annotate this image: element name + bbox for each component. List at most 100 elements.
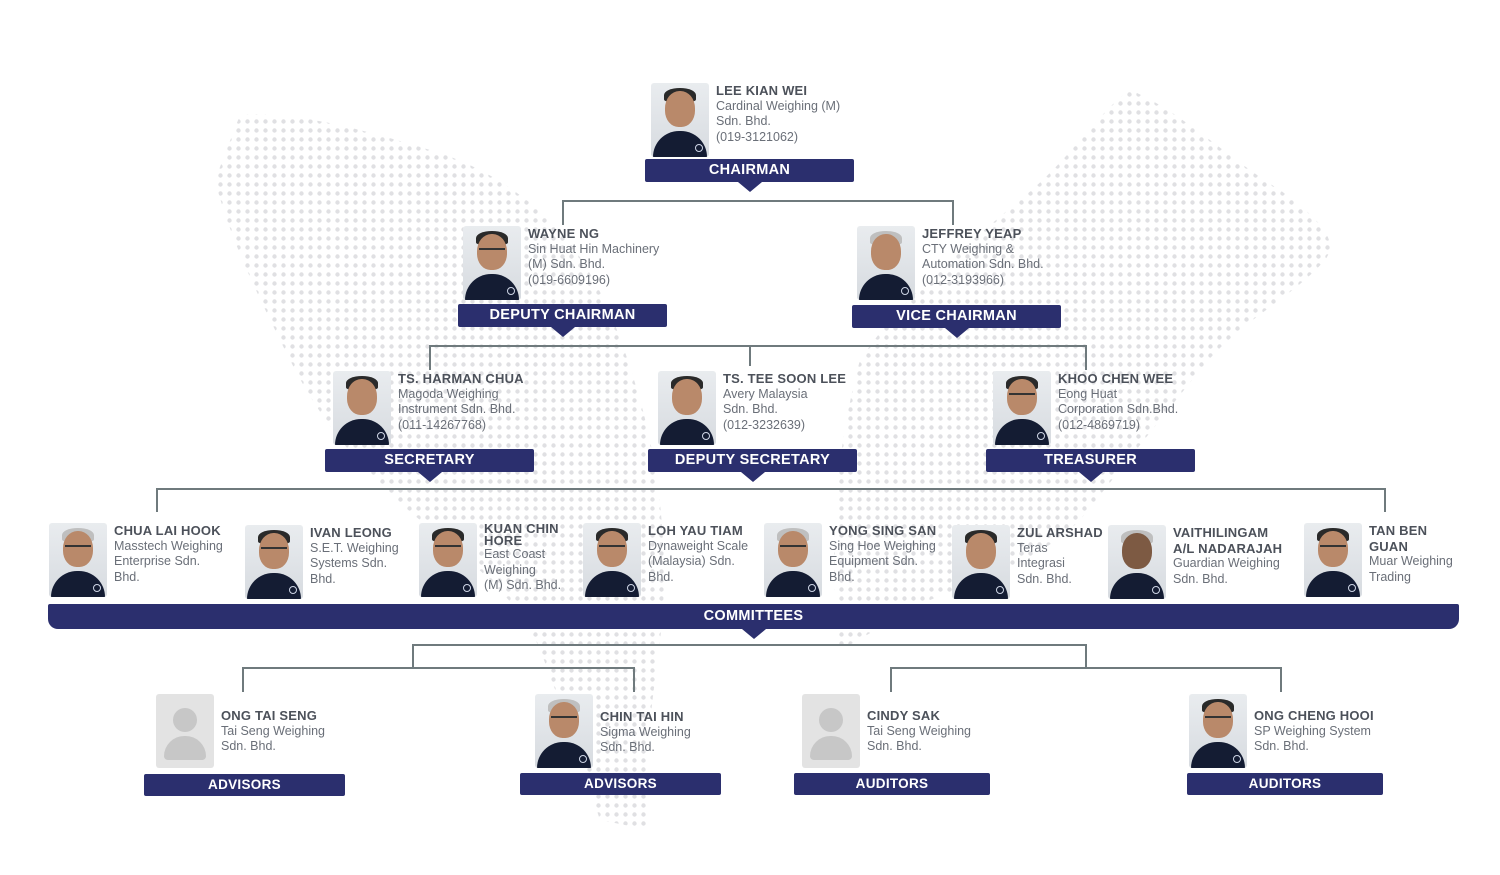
committee-member-company-line: Bhd. [829, 569, 855, 584]
committee-member-photo [583, 523, 641, 597]
secretary-photo [333, 371, 391, 445]
auditor-company-line: Tai Seng Weighing [867, 723, 972, 738]
advisor-company-line: Sigma Weighing [600, 724, 691, 739]
treasurer-card: KHOO CHEN WEE Eong Huat Corporation Sdn.… [993, 371, 1178, 445]
deputy-chairman-name: WAYNE NG [528, 226, 600, 241]
advisor-card: ONG TAI SENG Tai Seng Weighing Sdn. Bhd. [156, 694, 325, 768]
auditor-photo [1189, 694, 1247, 768]
secretary-company-line: Instrument Sdn. Bhd. [398, 402, 516, 416]
treasurer-phone: (012-4869719) [1058, 417, 1141, 432]
avatar-placeholder-icon [156, 694, 214, 768]
committee-member-company-line: S.E.T. Weighing [310, 540, 399, 555]
committee-member-company-line: Bhd. [648, 569, 674, 584]
chairman-name: LEE KIAN WEI [716, 83, 808, 98]
vice-chairman-company-line: Automation Sdn. Bhd. [922, 257, 1044, 271]
committee-member-card: TAN BEN GUAN Muar Weighing Trading [1304, 523, 1453, 597]
secretary-company-line: Magoda Weighing [398, 386, 499, 401]
vice-chairman-phone: (012-3193966) [922, 272, 1005, 287]
committee-member-company-line: (M) Sdn. Bhd. [484, 578, 562, 592]
committee-member-company-line: Enterprise Sdn. [114, 554, 201, 568]
chairman-photo [651, 83, 709, 157]
deputy-secretary-label: DEPUTY SECRETARY [648, 449, 857, 482]
connector-level-3 [156, 488, 1386, 512]
committee-member-name: VAITHILINGAM [1173, 525, 1269, 540]
committee-member-company-line: Sdn. Bhd. [1173, 571, 1228, 586]
committee-member-company-line: Sdn. Bhd. [1017, 571, 1072, 586]
chairman-card: LEE KIAN WEI Cardinal Weighing (M) Sdn. … [651, 83, 840, 157]
committee-member-name: IVAN LEONG [310, 525, 392, 540]
deputy-chairman-label: DEPUTY CHAIRMAN [458, 304, 667, 337]
deputy-secretary-phone: (012-3232639) [723, 417, 806, 432]
committee-member-company-line: Teras [1017, 540, 1048, 555]
advisors-label: ADVISORS [144, 774, 345, 796]
deputy-secretary-photo [658, 371, 716, 445]
advisor-name: ONG TAI SENG [221, 708, 318, 723]
committee-member-company-line: Systems Sdn. [310, 556, 388, 570]
committee-member-card: YONG SING SAN Sing Hoe Weighing Equipmen… [764, 523, 936, 597]
vice-chairman-name: JEFFREY YEAP [922, 226, 1022, 241]
deputy-secretary-name: TS. TEE SOON LEE [723, 371, 847, 386]
committee-member-company-line: Sing Hoe Weighing [829, 538, 936, 553]
advisor-name: CHIN TAI HIN [600, 709, 684, 724]
deputy-secretary-company-line: Avery Malaysia [723, 386, 808, 401]
secretary-label: SECRETARY [325, 449, 534, 482]
committee-member-company-line: Equipment Sdn. [829, 554, 918, 568]
advisor-company-line: Sdn. Bhd. [600, 740, 655, 754]
connector-level-1 [562, 200, 954, 225]
deputy-chairman-company-line: Sin Huat Hin Machinery [528, 241, 660, 256]
committee-member-company-line: Bhd. [310, 571, 336, 586]
committee-member-card: VAITHILINGAM A/L NADARAJAH Guardian Weig… [1108, 525, 1282, 599]
deputy-secretary-company-line: Sdn. Bhd. [723, 402, 778, 416]
committee-member-card: IVAN LEONG S.E.T. Weighing Systems Sdn. … [245, 525, 399, 599]
committee-member-card: ZUL ARSHAD Teras Integrasi Sdn. Bhd. [952, 525, 1103, 599]
committee-member-card: KUAN CHIN HORE East Coast Weighing (M) S… [419, 522, 562, 597]
treasurer-name: KHOO CHEN WEE [1058, 371, 1174, 386]
committee-member-name: A/L NADARAJAH [1173, 540, 1283, 556]
committee-member-photo [764, 523, 822, 597]
committee-member-name: GUAN [1369, 538, 1409, 554]
committee-member-photo [1304, 523, 1362, 597]
secretary-phone: (011-14267768) [398, 417, 487, 432]
deputy-chairman-company-line: (M) Sdn. Bhd. [528, 257, 606, 271]
treasurer-company-line: Eong Huat [1058, 386, 1118, 401]
vice-chairman-label: VICE CHAIRMAN [852, 305, 1061, 338]
deputy-chairman-photo [463, 226, 521, 300]
committee-member-company-line: Bhd. [114, 569, 140, 584]
chairman-label: CHAIRMAN [645, 159, 854, 192]
auditor-company-line: Sdn. Bhd. [1254, 739, 1309, 753]
committee-member-name: YONG SING SAN [829, 523, 937, 538]
committee-member-company-line: East Coast [484, 547, 546, 561]
committee-member-name: HORE [484, 533, 523, 548]
auditors-label: AUDITORS [794, 773, 990, 795]
committee-member-company-line: (Malaysia) Sdn. [648, 554, 735, 568]
auditor-card: CINDY SAK Tai Seng Weighing Sdn. Bhd. [802, 694, 971, 768]
advisor-company-line: Sdn. Bhd. [221, 739, 276, 753]
committee-member-company-line: Masstech Weighing [114, 538, 223, 553]
vice-chairman-company-line: CTY Weighing & [922, 241, 1014, 256]
vice-chairman-photo [857, 226, 915, 300]
committee-member-name: ZUL ARSHAD [1017, 525, 1103, 540]
committee-member-name: CHUA LAI HOOK [114, 523, 221, 538]
chairman-company-line: Cardinal Weighing (M) [716, 98, 841, 113]
deputy-chairman-phone: (019-6609196) [528, 272, 611, 287]
committee-member-company-line: Weighing [484, 562, 536, 577]
advisors-label: ADVISORS [520, 773, 721, 795]
committee-member-photo [952, 525, 1010, 599]
committee-member-name: TAN BEN [1369, 523, 1428, 538]
auditor-company-line: SP Weighing System [1254, 723, 1371, 738]
committee-member-company-line: Muar Weighing [1369, 554, 1453, 568]
advisor-card: CHIN TAI HIN Sigma Weighing Sdn. Bhd. [535, 694, 691, 768]
advisor-company-line: Tai Seng Weighing [221, 723, 326, 738]
committee-member-photo [245, 525, 303, 599]
committee-member-company-line: Trading [1369, 569, 1411, 584]
committee-member-name: LOH YAU TIAM [648, 523, 743, 538]
committees-label: COMMITTEES [48, 604, 1459, 639]
treasurer-company-line: Corporation Sdn.Bhd. [1058, 402, 1179, 416]
deputy-chairman-card: WAYNE NG Sin Huat Hin Machinery (M) Sdn.… [463, 226, 659, 300]
treasurer-label: TREASURER [986, 449, 1195, 482]
committee-member-photo [419, 523, 477, 597]
auditor-name: CINDY SAK [867, 708, 941, 723]
chairman-phone: (019-3121062) [716, 129, 799, 144]
committee-member-photo [49, 523, 107, 597]
